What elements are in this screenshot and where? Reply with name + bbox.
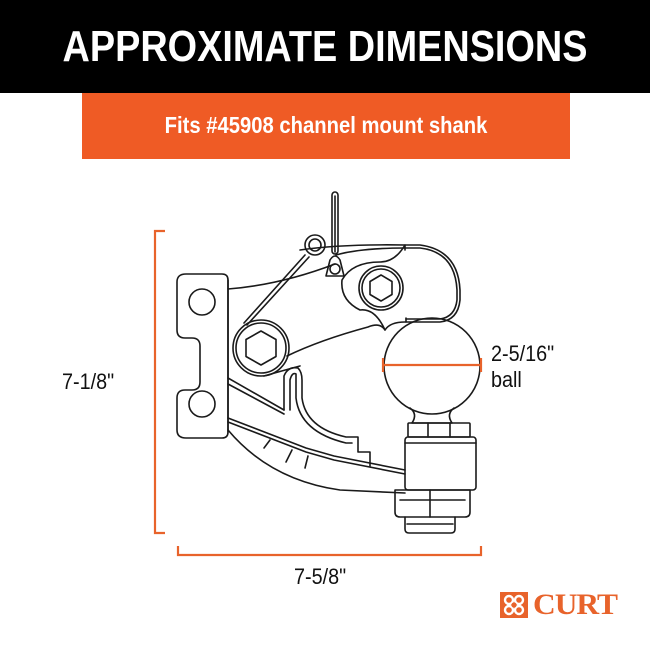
- ball-mount-block: [404, 436, 477, 491]
- lock-pin: [331, 191, 339, 255]
- pivot-bolt-hex: [245, 330, 277, 366]
- mounting-hole-lower: [188, 390, 216, 418]
- height-dimension-label: 7-1/8": [62, 369, 115, 394]
- pivot-bolt: [232, 319, 290, 377]
- fitment-text: Fits #45908 channel mount shank: [164, 112, 488, 138]
- lock-pin-loop: [325, 255, 345, 277]
- width-dimension-line: [176, 546, 483, 557]
- pintle-jaw: [299, 244, 461, 331]
- lower-nut: [394, 489, 471, 518]
- width-dimension-label: 7-5/8": [294, 564, 347, 589]
- mounting-plate: [176, 273, 229, 439]
- page-title: APPROXIMATE DIMENSIONS: [62, 22, 588, 71]
- ball-label: ball: [491, 367, 522, 392]
- ball-size-label: 2-5/16": [491, 341, 555, 366]
- mounting-hole-upper: [188, 288, 216, 316]
- curt-logo: CURT: [500, 590, 618, 620]
- curt-logo-icon: [500, 592, 528, 618]
- ball-nut: [407, 422, 471, 438]
- fitment-banner: Fits #45908 channel mount shank: [82, 93, 570, 159]
- ball-neck: [409, 407, 455, 424]
- brand-name: CURT: [533, 588, 618, 621]
- keeper-bolt: [358, 265, 404, 311]
- header-bar: APPROXIMATE DIMENSIONS: [0, 0, 650, 93]
- height-dimension-line: [153, 229, 165, 535]
- latch-spring-ring: [304, 234, 326, 256]
